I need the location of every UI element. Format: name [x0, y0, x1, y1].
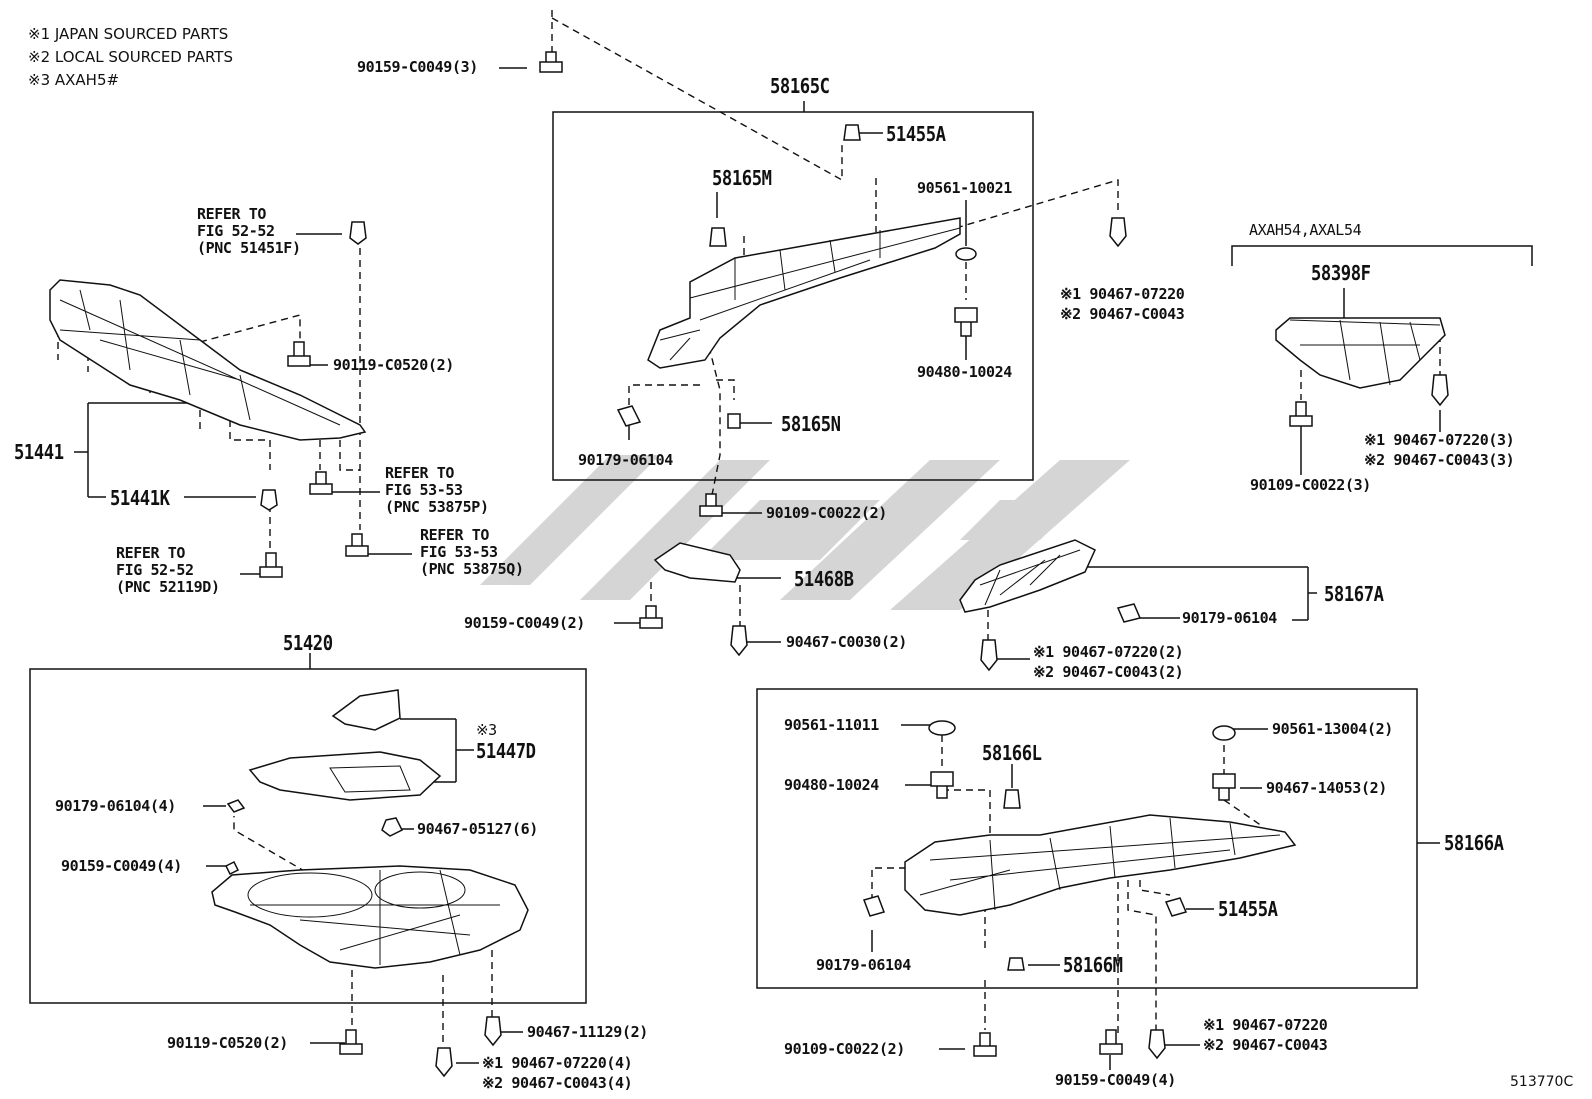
part-label-90467-07220-3: ※1 90467-07220(3) [1364, 431, 1515, 449]
part-label-90179-06104-c: 90179-06104 [816, 956, 911, 974]
part-label-58166M: 58166M [1063, 953, 1123, 977]
part-label-58165M: 58165M [712, 166, 772, 190]
box-58165C [552, 111, 1034, 481]
part-label-90561-11011: 90561-11011 [784, 716, 879, 734]
part-label-90159-C0049-2: 90159-C0049(2) [464, 614, 585, 632]
part-label-58398F: 58398F [1311, 261, 1371, 285]
model-bracket-label: AXAH54,AXAL54 [1249, 221, 1362, 239]
part-label-51468B: 51468B [794, 567, 854, 591]
part-label-90179-06104-4: 90179-06104(4) [55, 797, 176, 815]
part-label-90109-C0022-2a: 90109-C0022(2) [766, 504, 887, 522]
part-label-58166L: 58166L [982, 741, 1042, 765]
part-label-90467-07220-c: ※1 90467-07220 [1203, 1016, 1328, 1034]
bracket-axah54 [1231, 245, 1533, 266]
part-label-51441: 51441 [14, 440, 64, 464]
box-58166A [756, 688, 1418, 989]
part-label-90467-C0043-c: ※2 90467-C0043 [1203, 1036, 1328, 1054]
part-label-90179-06104-b: 90179-06104 [1182, 609, 1277, 627]
part-58165C-bar [647, 217, 961, 369]
part-label-90467-C0030-2: 90467-C0030(2) [786, 633, 907, 651]
part-label-90467-C0043-a: ※2 90467-C0043 [1060, 305, 1185, 323]
part-label-90467-07220-2: ※1 90467-07220(2) [1033, 643, 1184, 661]
part-label-90159-C0049-4b: 90159-C0049(4) [1055, 1071, 1176, 1089]
note-axah5: ※3 AXAH5# [28, 71, 120, 89]
part-label-51447D: 51447D [476, 739, 536, 763]
refer-fig-53-53-53875Q: REFER TO FIG 53-53 (PNC 53875Q) [420, 526, 524, 578]
part-label-90480-10024-a: 90480-10024 [917, 363, 1012, 381]
part-label-90467-11129-2: 90467-11129(2) [527, 1023, 648, 1041]
refer-fig-52-52-51451F: REFER TO FIG 52-52 (PNC 51451F) [197, 205, 301, 257]
part-label-90179-06104-a: 90179-06104 [578, 451, 673, 469]
part-51447D [248, 689, 442, 801]
part-label-90467-14053-2: 90467-14053(2) [1266, 779, 1387, 797]
part-58398F [1275, 317, 1446, 389]
note-ref-3: ※3 [476, 721, 497, 739]
part-58166A-undercover [904, 814, 1297, 916]
part-label-58165N: 58165N [781, 412, 841, 436]
part-label-90467-C0043-2: ※2 90467-C0043(2) [1033, 663, 1184, 681]
part-51441-bar [49, 279, 367, 441]
part-label-90109-C0022-2b: 90109-C0022(2) [784, 1040, 905, 1058]
part-label-58165C: 58165C [770, 74, 830, 98]
part-label-90109-C0022-3: 90109-C0022(3) [1250, 476, 1371, 494]
part-label-90467-07220-4: ※1 90467-07220(4) [482, 1054, 633, 1072]
part-label-90467-05127-6: 90467-05127(6) [417, 820, 538, 838]
part-label-90480-10024-b: 90480-10024 [784, 776, 879, 794]
part-label-90467-07220-a: ※1 90467-07220 [1060, 285, 1185, 303]
part-label-58167A: 58167A [1324, 582, 1384, 606]
part-label-90119-C0520-b: 90119-C0520(2) [167, 1034, 288, 1052]
dashed-lines [57, 10, 1441, 1045]
part-label-58166A: 58166A [1444, 831, 1504, 855]
part-label-90561-10021: 90561-10021 [917, 179, 1012, 197]
note-local-sourced: ※2 LOCAL SOURCED PARTS [28, 48, 233, 66]
part-label-90467-C0043-3: ※2 90467-C0043(3) [1364, 451, 1515, 469]
refer-fig-53-53-53875P: REFER TO FIG 53-53 (PNC 53875P) [385, 464, 489, 516]
part-label-51420: 51420 [283, 631, 333, 655]
part-58167A [959, 539, 1096, 613]
refer-fig-52-52-52119D: REFER TO FIG 52-52 (PNC 52119D) [116, 544, 220, 596]
part-label-51441K: 51441K [110, 486, 170, 510]
part-label-90467-C0043-4: ※2 90467-C0043(4) [482, 1074, 633, 1092]
fasteners [224, 51, 1449, 1078]
part-label-51455A-b: 51455A [1218, 897, 1278, 921]
part-51420-undercover [211, 865, 529, 969]
part-label-90159-C0049-3: 90159-C0049(3) [357, 58, 478, 76]
watermark-logo [480, 455, 1130, 610]
box-51420 [29, 668, 587, 1004]
part-label-90119-C0520-a: 90119-C0520(2) [333, 356, 454, 374]
figure-code: 513770C [1510, 1074, 1574, 1090]
part-label-90159-C0049-4a: 90159-C0049(4) [61, 857, 182, 875]
part-label-51455A-top: 51455A [886, 122, 946, 146]
note-japan-sourced: ※1 JAPAN SOURCED PARTS [28, 25, 229, 43]
part-label-90561-13004-2: 90561-13004(2) [1272, 720, 1393, 738]
part-51468B [653, 542, 741, 583]
